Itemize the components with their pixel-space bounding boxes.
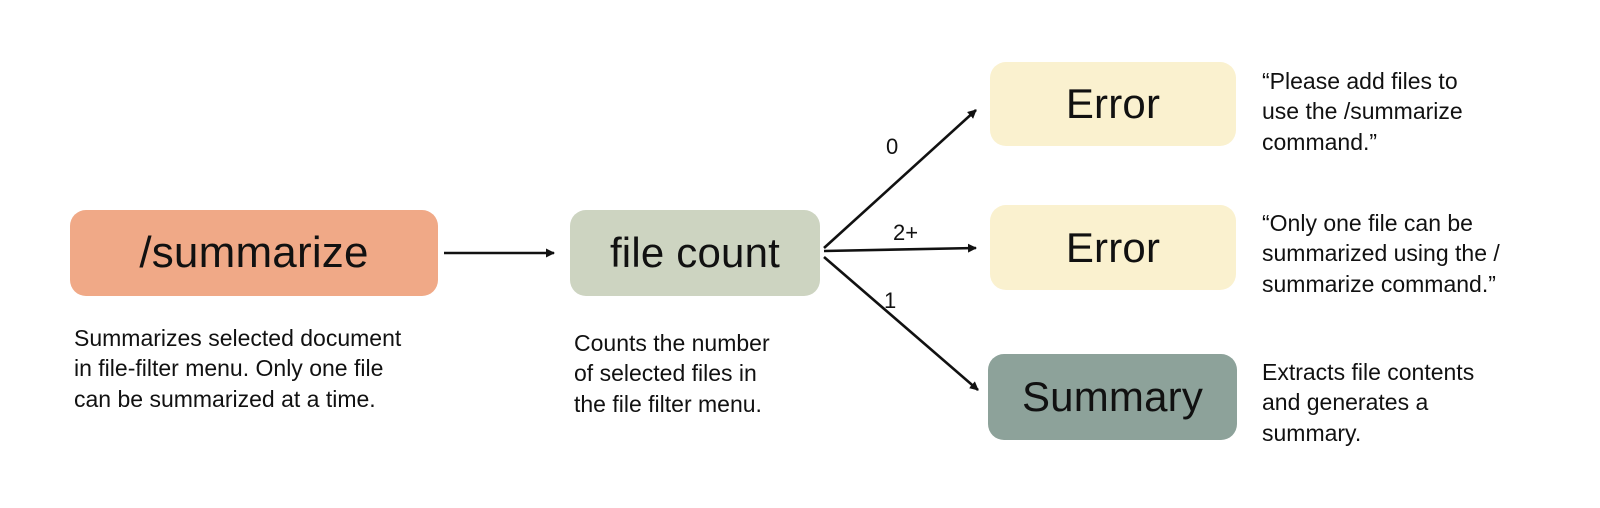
node-file-count: file count	[570, 210, 820, 296]
node-error-many-files-label: Error	[1065, 223, 1161, 271]
arrow-filecount-to-summary	[823, 256, 979, 391]
node-file-count-label: file count	[609, 229, 781, 276]
arrow-filecount-to-error-zero	[823, 109, 977, 249]
node-summarize-label: /summarize	[139, 228, 369, 277]
node-summarize: /summarize	[70, 210, 438, 296]
edge-label-one: 1	[884, 288, 897, 313]
node-error-many-files: Error	[990, 205, 1236, 290]
caption-summary: Extracts file contents and generates a s…	[1262, 359, 1475, 446]
node-summary: Summary	[988, 354, 1237, 440]
caption-file-count: Counts the number of selected files in t…	[574, 330, 770, 417]
node-error-zero-files-label: Error	[1065, 80, 1161, 127]
node-summary-label: Summary	[1021, 373, 1204, 420]
caption-summarize: Summarizes selected document in file-fil…	[74, 325, 402, 412]
caption-error-many-files: “Only one file can be summarized using t…	[1262, 210, 1500, 297]
caption-error-zero-files: “Please add files to use the /summarize …	[1262, 68, 1463, 155]
edge-label-zero: 0	[886, 134, 899, 159]
arrow-filecount-to-error-many	[823, 243, 977, 253]
edge-label-two-plus: 2+	[893, 220, 919, 245]
node-error-zero-files: Error	[990, 62, 1236, 146]
